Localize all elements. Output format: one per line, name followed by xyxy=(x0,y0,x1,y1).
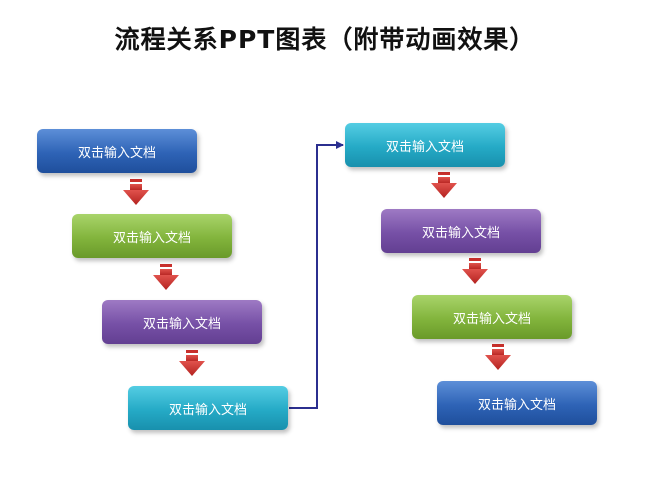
flow-box-left-3[interactable]: 双击输入文档 xyxy=(102,300,262,344)
down-arrow-left-3 xyxy=(179,350,205,376)
flow-box-label: 双击输入文档 xyxy=(452,311,531,327)
flow-box-left-2[interactable]: 双击输入文档 xyxy=(72,214,232,258)
down-arrow-right-1 xyxy=(431,172,457,198)
flow-box-right-3[interactable]: 双击输入文档 xyxy=(412,295,572,339)
flow-box-label: 双击输入文档 xyxy=(421,225,500,241)
down-arrow-left-2 xyxy=(153,264,179,290)
down-arrow-right-3 xyxy=(485,344,511,370)
slide-title: 流程关系PPT图表（附带动画效果） xyxy=(114,25,536,54)
flow-box-label: 双击输入文档 xyxy=(385,139,464,155)
flow-box-right-4[interactable]: 双击输入文档 xyxy=(437,381,597,425)
flow-box-label: 双击输入文档 xyxy=(77,145,156,161)
connector-line xyxy=(289,141,344,409)
flow-box-right-1[interactable]: 双击输入文档 xyxy=(345,123,505,167)
flow-box-right-2[interactable]: 双击输入文档 xyxy=(381,209,541,253)
flow-box-label: 双击输入文档 xyxy=(142,316,221,332)
flow-box-left-1[interactable]: 双击输入文档 xyxy=(37,129,197,173)
down-arrow-right-2 xyxy=(462,258,488,284)
flow-box-label: 双击输入文档 xyxy=(477,397,556,413)
flow-box-label: 双击输入文档 xyxy=(112,230,191,246)
flow-box-label: 双击输入文档 xyxy=(168,402,247,418)
flow-box-left-4[interactable]: 双击输入文档 xyxy=(128,386,288,430)
down-arrow-left-1 xyxy=(123,179,149,205)
